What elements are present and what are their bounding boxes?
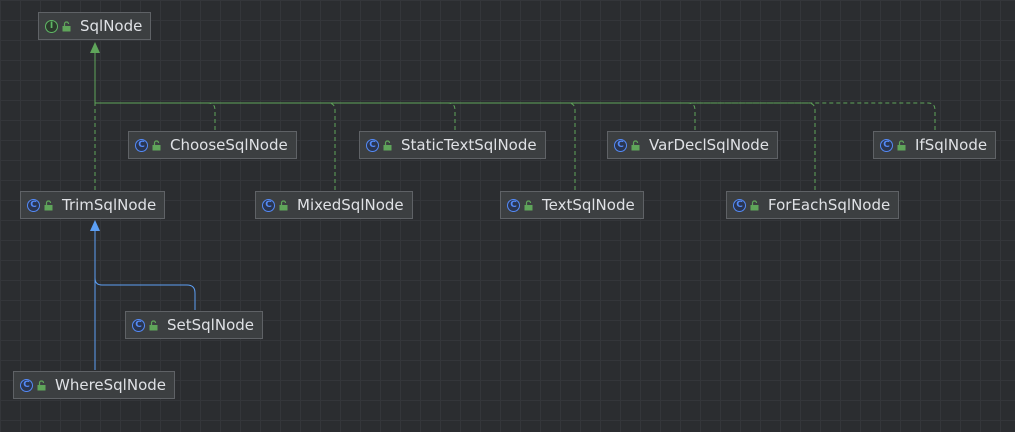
node-choosesqlnode[interactable]: C ChooseSqlNode [128, 131, 297, 159]
public-access-icon [279, 199, 288, 210]
class-icon: C [27, 198, 40, 212]
edge-choose-implements [95, 102, 216, 130]
node-label: ChooseSqlNode [170, 136, 288, 154]
edge-if-implements [95, 102, 936, 130]
edge-foreach-implements [95, 102, 816, 190]
class-icon: C [880, 138, 893, 152]
arrowhead-trim [90, 220, 100, 231]
node-label: SqlNode [80, 17, 143, 35]
node-label: IfSqlNode [915, 136, 988, 154]
interface-icon: I [45, 19, 58, 33]
node-label: MixedSqlNode [297, 196, 404, 214]
edge-set-extends [94, 277, 196, 310]
class-icon: C [135, 138, 148, 152]
public-access-icon [62, 20, 71, 31]
node-label: WhereSqlNode [55, 376, 166, 394]
class-icon: C [20, 378, 33, 392]
node-label: ForEachSqlNode [768, 196, 891, 214]
public-access-icon [524, 199, 533, 210]
public-access-icon [631, 139, 640, 150]
public-access-icon [44, 199, 53, 210]
extends-edges [90, 220, 196, 370]
node-trimsqlnode[interactable]: C TrimSqlNode [20, 191, 166, 219]
arrowhead-sqlnode [90, 42, 100, 53]
node-mixedsqlnode[interactable]: C MixedSqlNode [255, 191, 413, 219]
class-icon: C [614, 138, 627, 152]
class-icon: C [262, 198, 275, 212]
public-access-icon [37, 379, 46, 390]
node-wheresqlnode[interactable]: C WhereSqlNode [13, 371, 175, 399]
class-icon: C [507, 198, 520, 212]
node-label: VarDeclSqlNode [649, 136, 770, 154]
node-statictextsqlnode[interactable]: C StaticTextSqlNode [359, 131, 546, 159]
implements-edges [90, 42, 936, 190]
public-access-icon [149, 319, 158, 330]
node-label: TrimSqlNode [62, 196, 157, 214]
node-vardeclsqlnode[interactable]: C VarDeclSqlNode [607, 131, 779, 159]
edge-statictext-implements [95, 102, 456, 130]
node-label: SetSqlNode [167, 316, 254, 334]
public-access-icon [897, 139, 906, 150]
node-textsqlnode[interactable]: C TextSqlNode [500, 191, 644, 219]
class-icon: C [366, 138, 379, 152]
class-icon: C [733, 198, 746, 212]
node-label: TextSqlNode [542, 196, 635, 214]
node-ifsqlnode[interactable]: C IfSqlNode [873, 131, 997, 159]
node-setsqlnode[interactable]: C SetSqlNode [125, 311, 263, 339]
public-access-icon [750, 199, 759, 210]
node-label: StaticTextSqlNode [401, 136, 537, 154]
edge-vardecl-implements [95, 102, 696, 130]
node-foreachsqlnode[interactable]: C ForEachSqlNode [726, 191, 900, 219]
node-sqlnode[interactable]: I SqlNode [38, 12, 152, 40]
class-icon: C [132, 318, 145, 332]
public-access-icon [152, 139, 161, 150]
public-access-icon [383, 139, 392, 150]
